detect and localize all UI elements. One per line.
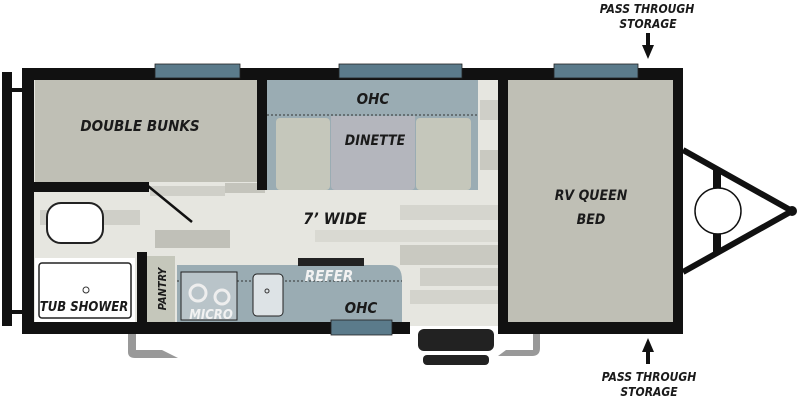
stabilizer-jack [128,334,178,358]
hitch-coupler-icon [787,206,797,216]
ohc-bottom-label: OHC [345,299,378,317]
sink [252,273,284,317]
pass-through-top-label-line2: STORAGE [619,17,677,31]
refrigerator [298,258,364,266]
floor-planks [40,100,505,304]
dinette [267,80,478,190]
rv-queen-bed-label-line2: BED [577,212,606,228]
width-label: 7’ WIDE [303,209,367,228]
windows [154,63,639,336]
pass-through-top-label: PASS THROUGH [600,2,695,16]
dinette-label: DINETTE [345,133,406,149]
pantry [147,256,175,322]
pantry-label: PANTRY [156,266,169,311]
refer-label: REFER [305,267,353,285]
hitch [681,147,797,275]
ohc-top-label: OHC [357,90,390,108]
bath-door [147,185,193,223]
burner-icon [188,283,208,303]
drain-icon [82,286,90,294]
rv-queen-bed-label: RV QUEEN [555,188,628,204]
entry-step [418,329,494,365]
burner-icon [213,288,231,306]
tub-shower-label: TUB SHOWER [40,300,129,315]
pass-through-bottom-label: PASS THROUGH [602,370,697,384]
arrow-down-icon [642,33,654,59]
arrow-up-icon [642,338,654,364]
micro-label: MICRO [189,308,233,323]
pass-through-bottom-label-line2: STORAGE [620,385,678,399]
double-bunks-label: DOUBLE BUNKS [80,117,199,135]
toilet [46,202,104,244]
double-bunks [35,80,257,182]
rv-queen-bed [508,80,673,322]
stabilizer-jack [498,334,540,356]
spare-tire [694,187,742,235]
tub-shower [35,258,135,322]
